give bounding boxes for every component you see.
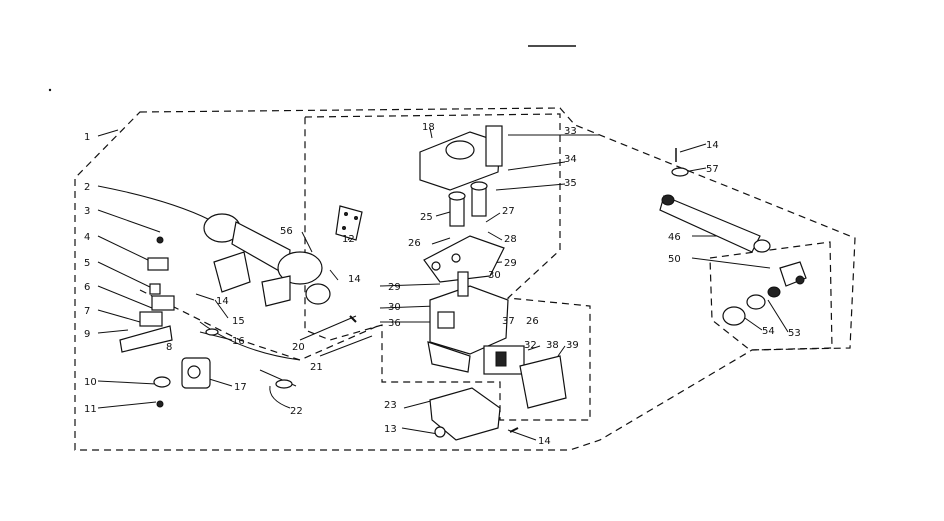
valve-body [427,271,509,373]
callout-34: 34 [564,154,577,165]
igniter-wire [199,321,301,389]
callout-14-a: 14 [216,296,229,307]
callout-30-a: 30 [488,270,501,281]
callout-28: 28 [504,234,517,245]
assembly-boundary [74,107,856,451]
callout-33: 33 [564,126,577,137]
callout-10: 10 [84,377,97,388]
callout-29-a: 29 [504,258,517,269]
callout-38: 38 [546,340,559,351]
callout-25: 25 [420,212,433,223]
small-fittings [119,236,175,408]
valve-stems [448,181,488,227]
callout-36: 36 [388,318,401,329]
callout-18: 18 [422,122,435,133]
callout-35: 35 [564,178,577,189]
callout-14-c: 14 [538,436,551,447]
top-screws [349,148,689,433]
margin-dot [48,88,52,92]
callout-14-d: 14 [706,140,719,151]
inner-boundary [139,289,381,361]
callout-13: 13 [384,424,397,435]
gasket [423,235,505,283]
callout-30-b: 30 [388,302,401,313]
callout-26-b: 26 [526,316,539,327]
orifice-fittings [722,261,807,326]
callout-16: 16 [232,336,245,347]
callout-54: 54 [762,326,775,337]
callout-9: 9 [84,329,90,340]
callout-12: 12 [342,234,355,245]
callout-32: 32 [524,340,537,351]
callout-21: 21 [310,362,323,373]
callout-22: 22 [290,406,303,417]
callout-39: 39 [566,340,579,351]
callout-17: 17 [234,382,247,393]
callout-37: 37 [502,316,515,327]
manifold-tube [659,194,771,253]
callout-5: 5 [84,258,90,269]
magnet-housing [419,125,503,191]
callout-29-b: 29 [388,282,401,293]
callout-50: 50 [668,254,681,265]
callout-4: 4 [84,232,90,243]
mounting-bracket [429,387,501,441]
callout-3: 3 [84,206,90,217]
callout-1: 1 [84,132,90,143]
valve-boundary [304,113,591,421]
callout-26-a: 26 [408,238,421,249]
callout-20: 20 [292,342,305,353]
callout-7: 7 [84,306,90,317]
callout-23: 23 [384,400,397,411]
callout-15: 15 [232,316,245,327]
valve-cover-plate [335,205,363,241]
callout-53: 53 [788,328,801,339]
callout-46: 46 [668,232,681,243]
callout-56: 56 [280,226,293,237]
callout-11: 11 [84,404,97,415]
callout-2: 2 [84,182,90,193]
burner-bracket [213,251,291,307]
callout-8: 8 [166,342,172,353]
solenoid-coil [483,345,567,409]
callout-57: 57 [706,164,719,175]
callout-14-b: 14 [348,274,361,285]
fitting-boundary [709,241,833,351]
callout-6: 6 [84,282,90,293]
callout-labels: 1 2 3 4 5 6 7 8 9 10 11 12 13 14 14 14 1… [84,122,801,447]
igniter-switch [181,357,211,389]
callout-27: 27 [502,206,515,217]
